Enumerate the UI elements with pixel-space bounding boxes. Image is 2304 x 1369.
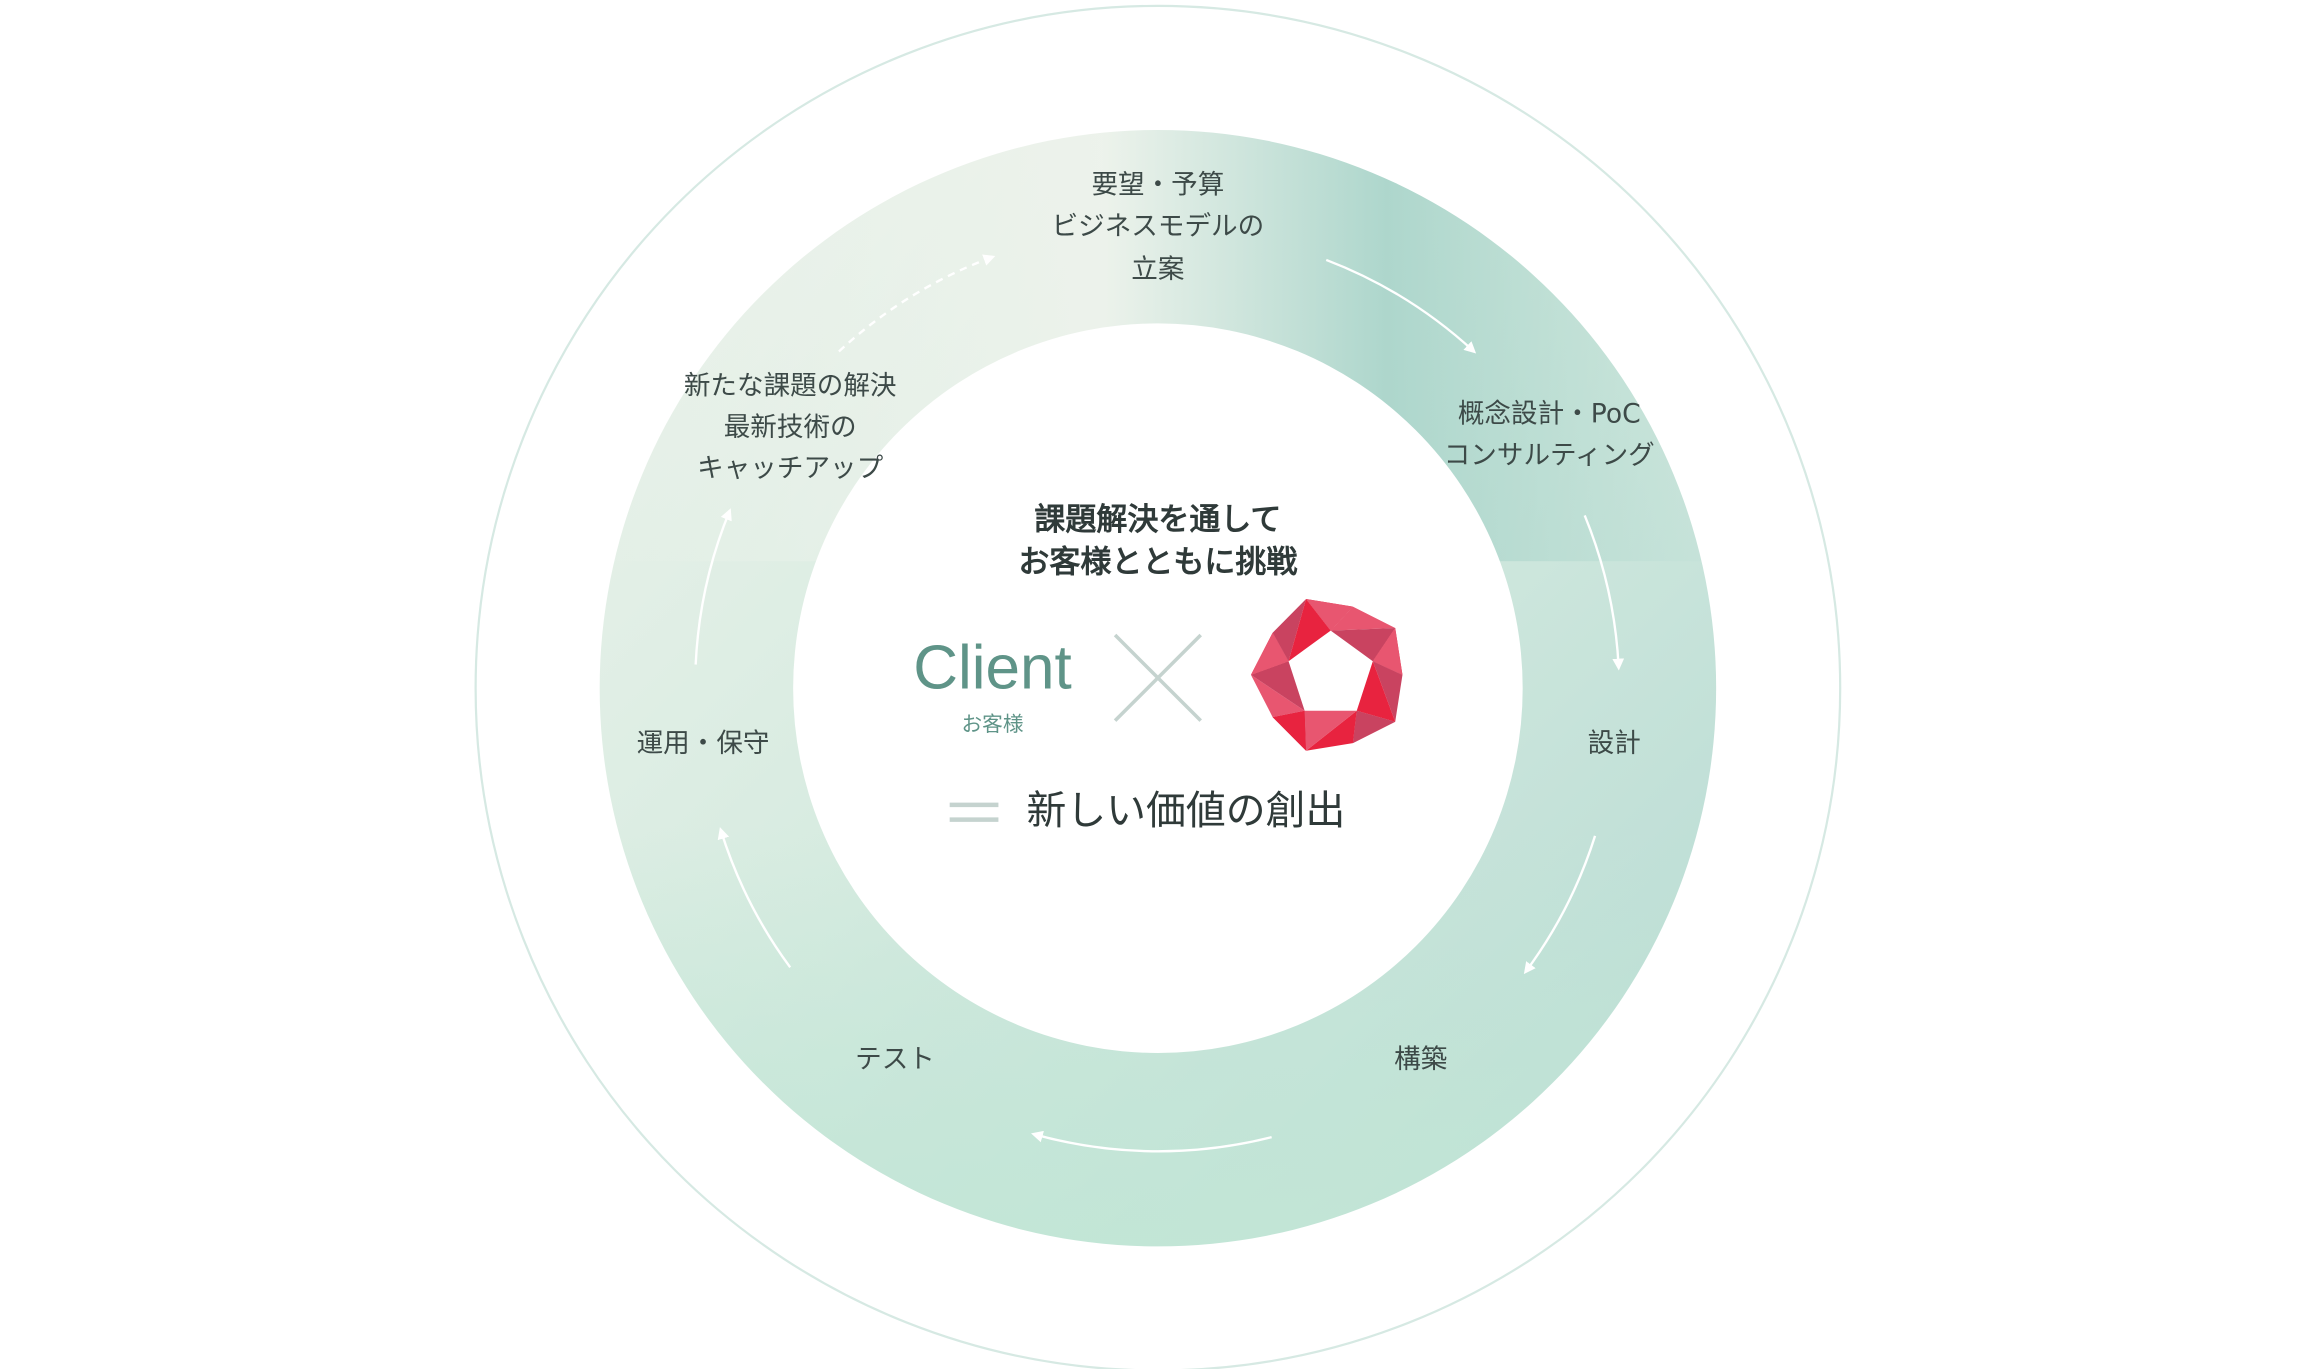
step-design: 設計: [1588, 728, 1641, 759]
logo-facet: [1272, 710, 1307, 751]
cycle-arrows: [694, 254, 1625, 1153]
step-label: ビジネスモデルの: [1052, 211, 1265, 242]
logo-facet: [1356, 661, 1396, 722]
step-label: 最新技術の: [724, 412, 857, 443]
client-label: Client: [913, 633, 1072, 702]
step-planning: 要望・予算 ビジネスモデルの 立案: [1052, 170, 1265, 285]
step-label: 要望・予算: [1091, 170, 1224, 201]
step-label: コンサルティング: [1444, 440, 1655, 471]
step-test: テスト: [855, 1044, 935, 1075]
logo-facet: [1250, 632, 1289, 675]
step-build: 構築: [1394, 1044, 1447, 1075]
logo-facet: [1272, 599, 1307, 662]
company-logo: [1250, 599, 1403, 751]
arrow-icon: [1325, 258, 1477, 354]
arrow-icon: [717, 827, 792, 969]
logo-facet: [1306, 599, 1353, 631]
arrow-icon: [1583, 514, 1625, 671]
process-ring: [590, 118, 1728, 1256]
equals-icon: [949, 802, 999, 822]
outer-circle: [474, 5, 1842, 1369]
logo-facet: [1250, 674, 1305, 718]
step-label: 新たな課題の解決: [684, 370, 897, 401]
logo-facet: [1372, 628, 1403, 675]
arrow-icon: [694, 508, 732, 665]
logo-facet: [1304, 710, 1357, 751]
logo-facet: [1372, 661, 1403, 722]
step-label: 概念設計・PoC: [1458, 398, 1641, 429]
logo-facet: [1352, 710, 1396, 744]
logo-facet: [1250, 661, 1305, 711]
dashed-arrow-icon: [838, 254, 996, 353]
headline-line: 課題解決を通して: [1034, 502, 1281, 538]
step-concept: 概念設計・PoC コンサルティング: [1444, 398, 1655, 470]
logo-facet: [1330, 606, 1396, 631]
client-sub-label: お客様: [962, 712, 1024, 736]
center-headline: 課題解決を通して お客様とともに挑戦: [1018, 502, 1297, 581]
headline-line: お客様とともに挑戦: [1018, 545, 1297, 581]
logo-facet: [1330, 628, 1396, 662]
step-label: 立案: [1131, 254, 1184, 285]
step-new-challenge: 新たな課題の解決 最新技術の キャッチアップ: [684, 370, 897, 484]
step-label: キャッチアップ: [697, 453, 883, 484]
result-text: 新しい価値の創出: [1026, 788, 1345, 834]
arrow-icon: [1523, 835, 1597, 975]
step-operation: 運用・保守: [637, 728, 770, 759]
logo-facet: [1288, 599, 1331, 662]
arrow-icon: [1031, 1130, 1272, 1153]
times-icon: [1113, 633, 1202, 722]
